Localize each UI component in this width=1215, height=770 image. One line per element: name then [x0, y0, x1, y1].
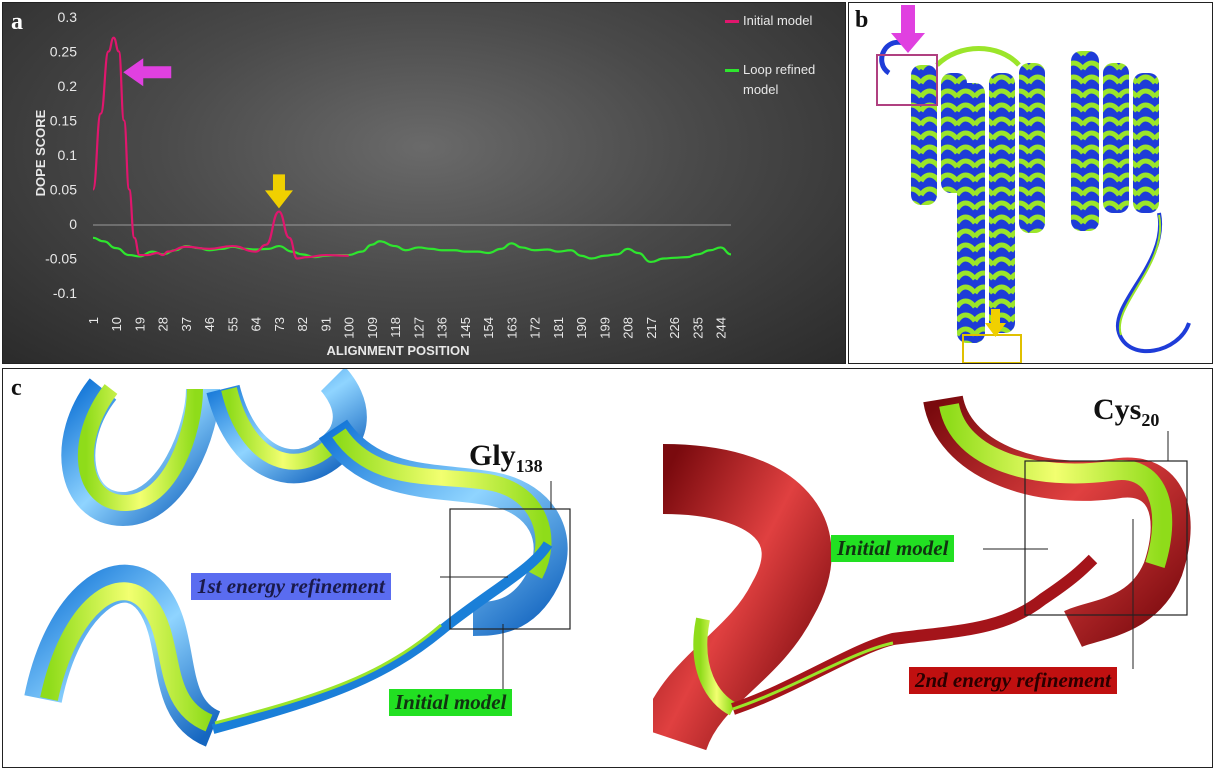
- legend-swatch-initial: [725, 20, 739, 23]
- panel-letter-b: b: [855, 7, 869, 33]
- x-tick-label: 127: [411, 317, 426, 339]
- x-tick-label: 244: [714, 317, 729, 339]
- gly-highlight-box: [449, 508, 571, 630]
- loop-top: [935, 46, 1021, 67]
- x-tick-label: 10: [109, 317, 124, 331]
- x-tick-label: 199: [597, 317, 612, 339]
- x-tick-label: 172: [528, 317, 543, 339]
- series-line-initial-model: [91, 36, 349, 260]
- x-tick-label: 136: [435, 317, 450, 339]
- series-layer: [91, 36, 732, 264]
- panel-letter-a: a: [11, 9, 23, 35]
- x-tick-label: 100: [342, 317, 357, 339]
- panel-letter-c: c: [11, 375, 22, 401]
- arrow-left-magenta-icon: [123, 58, 172, 87]
- highlight-box-magenta: [876, 54, 938, 106]
- y-tick-label: 0.25: [50, 44, 77, 60]
- callout-initial-model-left: Initial model: [389, 689, 513, 716]
- legend-initial-model: Initial model: [743, 13, 813, 28]
- annotation-layer: [123, 58, 293, 209]
- x-tick-label: 19: [132, 317, 147, 331]
- x-tick-label: 64: [249, 317, 264, 331]
- x-tick-label: 91: [318, 317, 333, 331]
- legend-swatch-loop-refined: [725, 69, 739, 72]
- y-axis-label: DOPE SCORE: [33, 109, 48, 196]
- x-tick-label: 208: [621, 317, 636, 339]
- helix-bundle-right: [1071, 51, 1159, 231]
- x-tick-label: 118: [388, 317, 403, 338]
- closeup-left-gly-loop: [24, 369, 571, 747]
- x-tick-label: 109: [365, 317, 380, 339]
- x-tick-label: 28: [156, 317, 171, 331]
- y-tick-label: 0.1: [58, 147, 78, 163]
- x-tick-label: 145: [458, 317, 473, 339]
- cys-highlight-box: [1024, 460, 1188, 616]
- panel-c-loop-closeups: c: [2, 368, 1213, 768]
- arrow-down-magenta-icon: [891, 5, 925, 53]
- y-tick-label: -0.1: [53, 285, 77, 301]
- dope-score-chart: 0.3 0.25 0.2 0.15 0.1 0.05 0 -0.05 -0.1 1 10 19 28 3…: [33, 9, 732, 358]
- x-tick-label: 1: [86, 317, 101, 324]
- residue-label-cys: Cys20: [1093, 393, 1160, 430]
- arrow-down-yellow-icon: [264, 174, 293, 209]
- y-tick-label: -0.05: [45, 251, 77, 267]
- y-axis-ticks: 0.3 0.25 0.2 0.15 0.1 0.05 0 -0.05 -0.1: [45, 9, 77, 301]
- x-tick-label: 181: [551, 317, 566, 339]
- x-tick-label: 73: [272, 317, 287, 331]
- helix-bundle-center: [957, 63, 1045, 343]
- callout-2nd-energy-refinement: 2nd energy refinement: [909, 667, 1117, 694]
- callout-1st-energy-refinement: 1st energy refinement: [191, 573, 391, 600]
- legend-loop-refined-model: Loop refined model: [743, 62, 816, 97]
- x-axis-ticks: 1 10 19 28 37 46 55 64 73 82 91 100 109 118 127 136 145 1…: [86, 317, 729, 339]
- x-tick-label: 154: [481, 317, 496, 339]
- y-tick-label: 0.2: [58, 78, 78, 94]
- y-tick-label: 0: [69, 216, 77, 232]
- y-tick-label: 0.15: [50, 113, 77, 129]
- y-tick-label: 0.3: [58, 9, 78, 25]
- x-tick-label: 55: [225, 317, 240, 331]
- series-line-loop-refined-model: [92, 236, 732, 264]
- residue-label-gly: Gly138: [469, 439, 543, 476]
- closeup-right-cys-loop: [653, 394, 1191, 752]
- callout-initial-model-right: Initial model: [831, 535, 955, 562]
- x-tick-label: 82: [295, 317, 310, 331]
- x-axis-label: ALIGNMENT POSITION: [327, 343, 470, 358]
- x-tick-label: 163: [504, 317, 519, 339]
- x-tick-label: 217: [644, 317, 659, 339]
- x-tick-label: 46: [202, 317, 217, 331]
- y-tick-label: 0.05: [50, 182, 77, 198]
- c-terminal-tail: [1115, 212, 1191, 353]
- x-tick-label: 226: [667, 317, 682, 339]
- panel-b-protein-overview: b: [848, 2, 1213, 364]
- arrow-down-yellow-icon: [985, 309, 1006, 337]
- x-tick-label: 190: [574, 317, 589, 339]
- panel-a-dope-chart: a 0.3 0.25 0.2 0.15 0.1 0.05 0 -0.05 -0.1 1 10 19 2…: [2, 2, 846, 364]
- protein-structure-illustration: [876, 5, 1191, 363]
- x-tick-label: 37: [179, 317, 194, 331]
- x-tick-label: 235: [690, 317, 705, 339]
- highlight-box-yellow: [962, 334, 1022, 363]
